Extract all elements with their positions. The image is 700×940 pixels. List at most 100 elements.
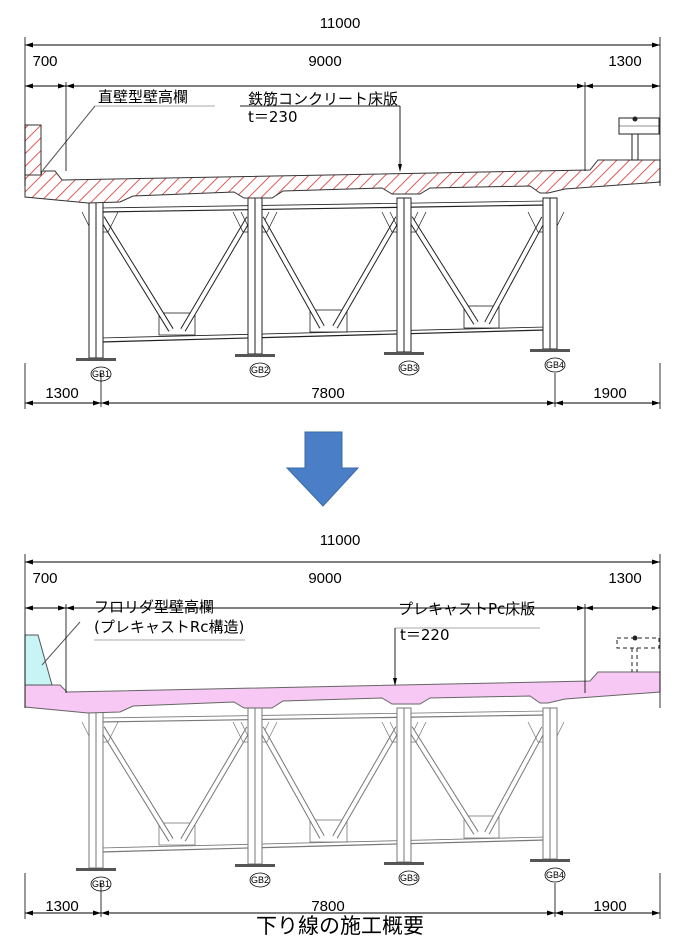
top-strut xyxy=(99,710,547,719)
parapet-label: フロリダ型壁高欄 xyxy=(94,598,214,616)
guardrail-post xyxy=(631,133,639,161)
dimension-arrowhead xyxy=(555,400,563,406)
gusset-plate xyxy=(463,305,500,329)
parapet-label-sub: (プレキャストRc構造) xyxy=(94,618,244,636)
parapet-label: 直壁型壁高欄 xyxy=(98,88,188,106)
dimension-arrowhead xyxy=(652,559,660,565)
dimension-arrowhead xyxy=(93,910,101,916)
dim-right: 1300 xyxy=(608,570,641,587)
dimension-arrowhead xyxy=(25,42,33,48)
gusset-plate xyxy=(309,309,348,333)
dimension-arrowhead xyxy=(101,400,109,406)
dimension-arrowhead xyxy=(58,605,66,611)
precast-parapet xyxy=(24,634,53,686)
dimension-arrowhead xyxy=(101,910,109,916)
dimension-arrowhead xyxy=(25,83,33,89)
caption: 下り線の施工概要 xyxy=(256,914,424,938)
girder-label-circle xyxy=(544,357,566,373)
dimension-arrowhead xyxy=(25,400,33,406)
dimension-arrowhead xyxy=(577,605,585,611)
diagonal-brace-inner xyxy=(259,217,324,328)
girder-label-circle xyxy=(544,867,566,883)
top-strut xyxy=(99,714,547,723)
leader-line xyxy=(41,621,81,666)
girder-label: GB3 xyxy=(400,363,418,373)
bottom-strut xyxy=(99,329,547,343)
gusset-plate xyxy=(463,815,500,839)
gusset-plate xyxy=(158,312,196,336)
leader-arrow xyxy=(398,164,402,172)
dim-total: 11000 xyxy=(320,532,361,549)
diagonal-brace-inner xyxy=(333,726,400,839)
girder-flange xyxy=(384,352,424,355)
deck-slab xyxy=(24,671,661,714)
girder-flange xyxy=(384,862,424,865)
slab-label: 鉄筋コンクリート床版 xyxy=(248,90,398,108)
dimension-arrowhead xyxy=(652,83,660,89)
girder-label: GB2 xyxy=(251,365,269,375)
gusset-plate xyxy=(309,819,348,843)
dimension-arrowhead xyxy=(652,605,660,611)
top-strut xyxy=(99,204,547,213)
dimension-arrowhead xyxy=(547,910,555,916)
girder-label-circle xyxy=(249,362,271,378)
diagonal-brace-inner xyxy=(100,216,173,332)
girder-label: GB2 xyxy=(251,875,269,885)
girder-label: GB3 xyxy=(400,873,418,883)
diagonal-brace-inner xyxy=(259,727,324,838)
dimension-arrowhead xyxy=(577,83,585,89)
dim-left: 700 xyxy=(32,53,57,70)
deck-slab xyxy=(24,159,661,204)
diagonal-brace-inner xyxy=(181,216,251,332)
bottom-strut xyxy=(99,839,547,853)
dimension-lines xyxy=(24,37,661,409)
top-strut xyxy=(99,200,547,209)
guardrail-bolt xyxy=(632,116,638,122)
wall-parapet xyxy=(24,124,42,176)
thickness-label: t＝220 xyxy=(400,626,450,644)
diagonal-brace-inner xyxy=(100,726,173,842)
girder-label-circle xyxy=(398,360,420,376)
dimension-arrowhead xyxy=(66,605,74,611)
gusset-plate xyxy=(158,822,196,846)
down-arrow-icon xyxy=(285,431,360,507)
dim-right: 1300 xyxy=(608,53,641,70)
bottom-strut xyxy=(99,326,547,339)
dim-left: 700 xyxy=(32,570,57,587)
dim-bottom-left: 1300 xyxy=(45,385,78,402)
dimension-lines xyxy=(24,554,661,919)
thickness-label: t＝230 xyxy=(248,108,298,126)
dim-center: 9000 xyxy=(308,570,341,587)
girder-flange xyxy=(76,358,116,361)
dimension-arrowhead xyxy=(58,83,66,89)
dim-total: 11000 xyxy=(320,15,361,32)
guardrail-bolt xyxy=(632,635,638,641)
dim-bottom-left: 1300 xyxy=(45,898,78,915)
girder-flange xyxy=(235,354,275,357)
dimension-arrowhead xyxy=(652,42,660,48)
dimension-arrowhead xyxy=(585,605,593,611)
diagonal-brace-inner xyxy=(181,726,251,842)
dimension-arrowhead xyxy=(547,400,555,406)
dimension-arrowhead xyxy=(585,83,593,89)
dimension-arrowhead xyxy=(25,910,33,916)
girder-flange xyxy=(76,868,116,871)
guardrail-dashed xyxy=(616,637,660,649)
dim-bottom-right: 1900 xyxy=(593,898,626,915)
dim-bottom-center: 7800 xyxy=(311,898,344,915)
girder-label-circle xyxy=(398,870,420,886)
dimension-arrowhead xyxy=(652,400,660,406)
slab-label: プレキャストPc床版 xyxy=(398,600,535,618)
dimension-arrowhead xyxy=(25,605,33,611)
girder-flange xyxy=(530,349,570,352)
dim-bottom-right: 1900 xyxy=(593,385,626,402)
leader-line xyxy=(42,105,96,171)
diagonal-brace-inner xyxy=(408,216,478,325)
dimension-arrowhead xyxy=(25,559,33,565)
girder-flange xyxy=(235,864,275,867)
dimension-arrowhead xyxy=(555,910,563,916)
